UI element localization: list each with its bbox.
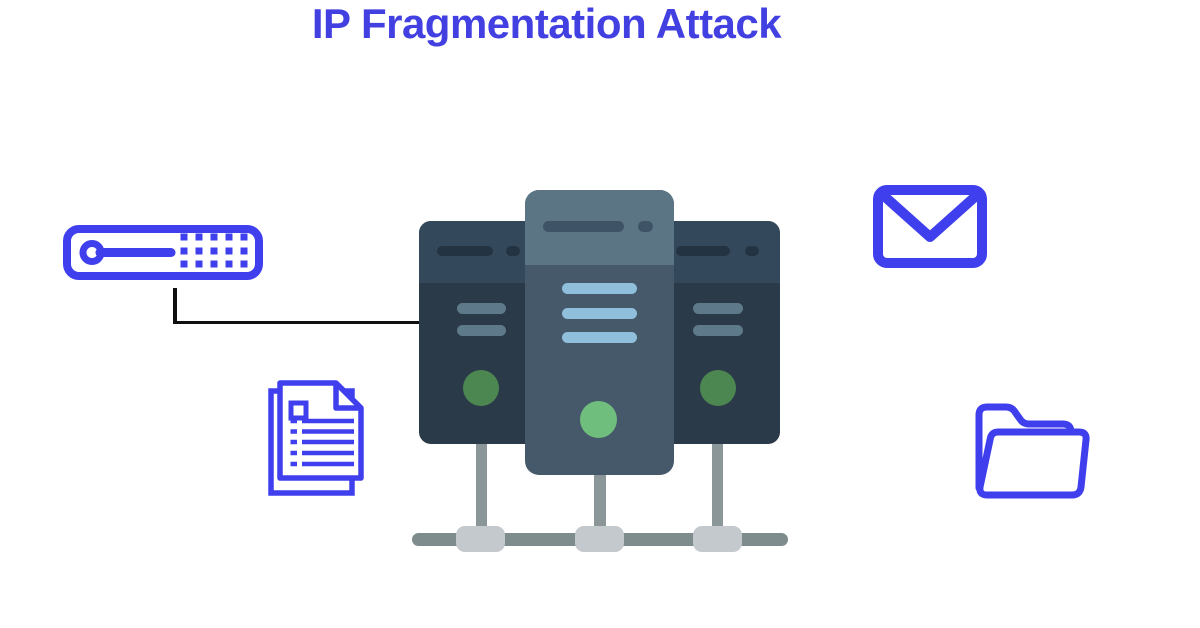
server-left-vent-1 (457, 303, 506, 314)
server-left-led (463, 370, 499, 406)
server-center (525, 190, 674, 475)
document-text-lines (290, 418, 354, 467)
server-center-header-dot (638, 221, 653, 232)
server-center-vent-2 (562, 308, 637, 319)
network-node-left (456, 526, 505, 552)
network-node-right (693, 526, 742, 552)
server-center-vent-3 (562, 332, 637, 343)
server-right (654, 221, 780, 444)
page-title: IP Fragmentation Attack (311, 0, 782, 47)
network-leg-center (594, 468, 606, 540)
server-right-led (700, 370, 736, 406)
server-left (419, 221, 545, 444)
server-left-header-dot (506, 246, 520, 256)
port-grid (180, 233, 248, 268)
server-center-header-slot (543, 221, 624, 232)
server-right-vent-2 (693, 325, 743, 336)
router-switch-icon (63, 225, 263, 280)
server-left-header-slot (437, 246, 493, 256)
network-node-center (575, 526, 624, 552)
server-right-vent-1 (693, 303, 743, 314)
connector-line-horizontal (173, 320, 420, 324)
server-center-vent-1 (562, 283, 637, 294)
network-leg-left (476, 438, 487, 540)
envelope-icon (873, 185, 987, 268)
network-leg-right (712, 438, 723, 540)
folder-icon (975, 403, 1090, 499)
documents-icon (268, 380, 364, 496)
server-center-led (580, 401, 617, 438)
connector-line-vertical (173, 288, 177, 324)
server-right-header-dot (745, 246, 759, 256)
server-right-header-slot (676, 246, 730, 256)
server-left-vent-2 (457, 325, 506, 336)
